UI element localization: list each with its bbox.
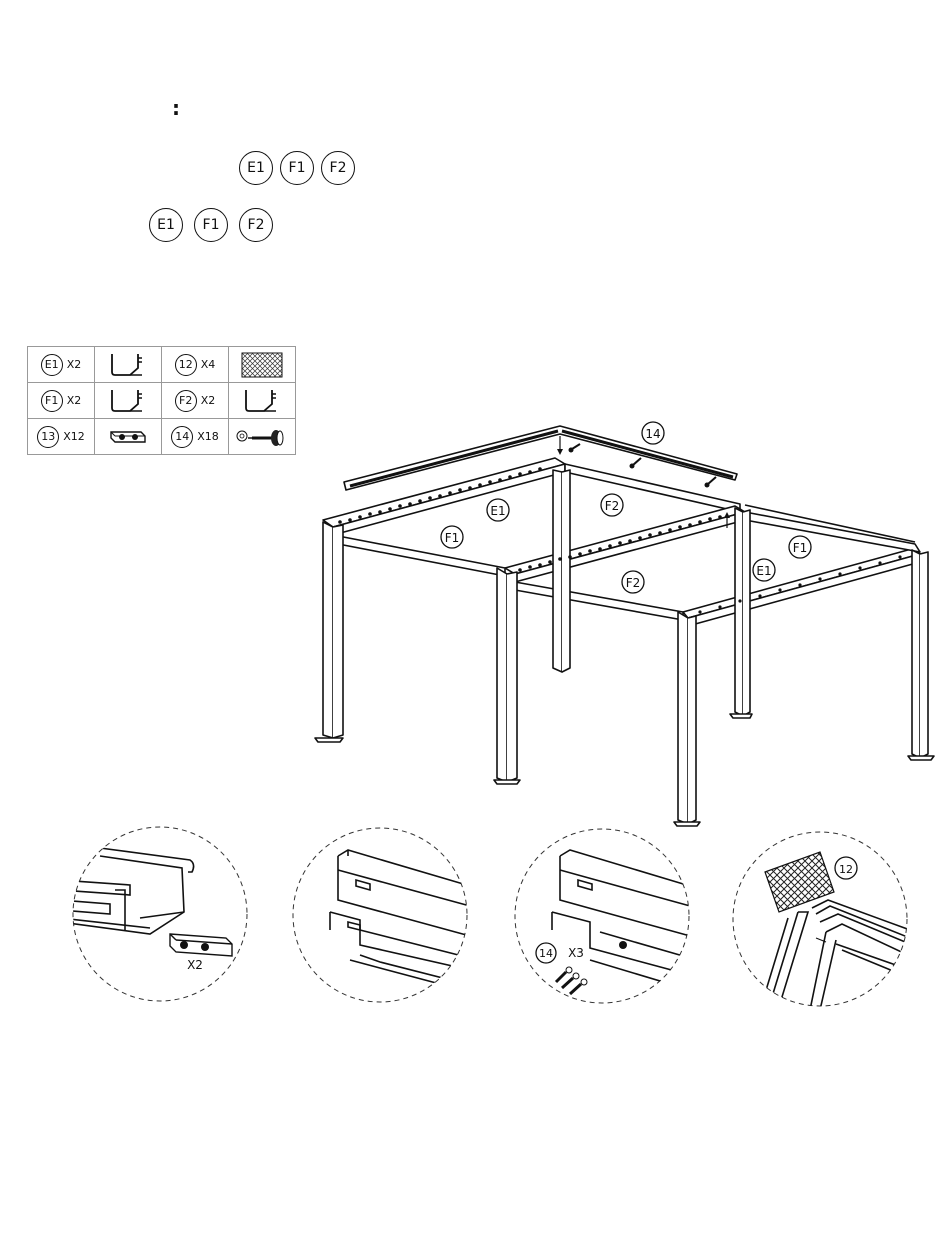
svg-text:F2: F2 <box>605 499 620 513</box>
detail-beam-joint <box>293 828 470 1002</box>
svg-text:F1: F1 <box>793 541 808 555</box>
callout-f2: F2 <box>601 494 623 516</box>
detail-connector-insert: X2 <box>60 827 247 1001</box>
detail-screw-fixing: 14 X3 <box>515 829 690 1003</box>
callout-14: 14 <box>536 943 556 963</box>
callout-12: 12 <box>835 857 857 879</box>
svg-text:12: 12 <box>839 863 853 876</box>
callout-14: 14 <box>642 422 664 444</box>
detail-qty-label: X3 <box>568 946 584 960</box>
svg-text:F1: F1 <box>445 531 460 545</box>
svg-text:14: 14 <box>645 427 660 441</box>
detail-mesh-corner: 12 <box>733 832 910 1010</box>
svg-text:E1: E1 <box>490 504 505 518</box>
callout-f1: F1 <box>789 536 811 558</box>
callout-e1: E1 <box>487 499 509 521</box>
svg-text:14: 14 <box>539 947 553 960</box>
detail-qty-label: X2 <box>187 958 203 972</box>
callout-f1: F1 <box>441 526 463 548</box>
svg-text:F2: F2 <box>626 576 641 590</box>
callout-e1: E1 <box>753 559 775 581</box>
svg-text:E1: E1 <box>756 564 771 578</box>
callout-f2: F2 <box>622 571 644 593</box>
